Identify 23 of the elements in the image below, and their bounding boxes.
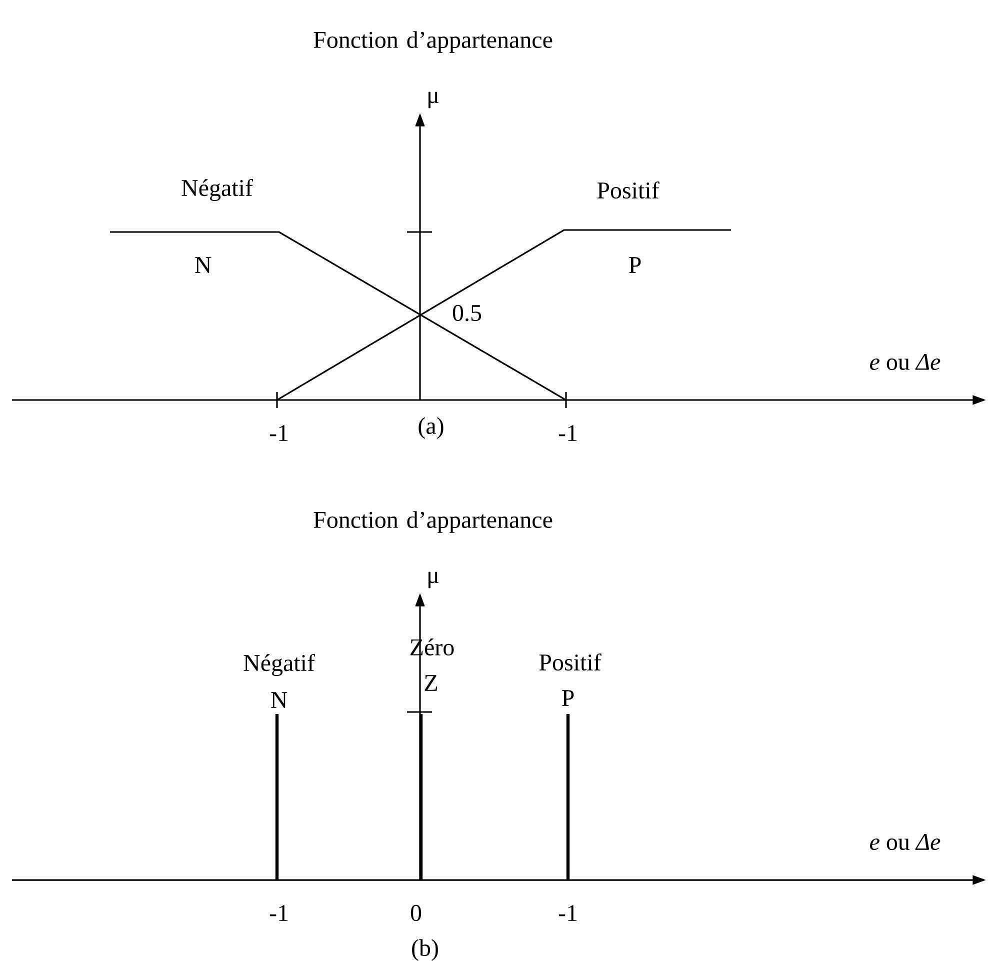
value-label: 0.5 bbox=[452, 304, 482, 322]
panel-label: (b) bbox=[412, 939, 438, 961]
tick-label: -1 bbox=[270, 425, 288, 441]
tick-label: -1 bbox=[270, 905, 288, 921]
tick-label: -1 bbox=[558, 905, 577, 921]
set-label: N bbox=[195, 257, 212, 273]
set-label: P bbox=[562, 690, 574, 706]
set-label: Positif bbox=[597, 181, 660, 199]
set-label: Négatif bbox=[244, 654, 315, 676]
panel-label: (a) bbox=[418, 417, 444, 439]
set-label: Z bbox=[424, 675, 438, 691]
axis-label: μ bbox=[428, 572, 438, 588]
tick-label: 0 bbox=[410, 904, 422, 922]
axis-title: Fonction d’appartenance bbox=[314, 31, 552, 53]
axis-label: e ou Δe bbox=[870, 354, 940, 370]
axis-label: μ bbox=[428, 92, 438, 108]
set-label: Négatif bbox=[182, 178, 253, 202]
axis-title: Fonction d’appartenance bbox=[314, 511, 552, 533]
set-label: N bbox=[271, 692, 288, 708]
tick-label: -1 bbox=[558, 425, 577, 441]
set-label: Positif bbox=[539, 653, 602, 671]
set-label: P bbox=[629, 257, 641, 273]
axis-label: e ou Δe bbox=[870, 834, 940, 850]
